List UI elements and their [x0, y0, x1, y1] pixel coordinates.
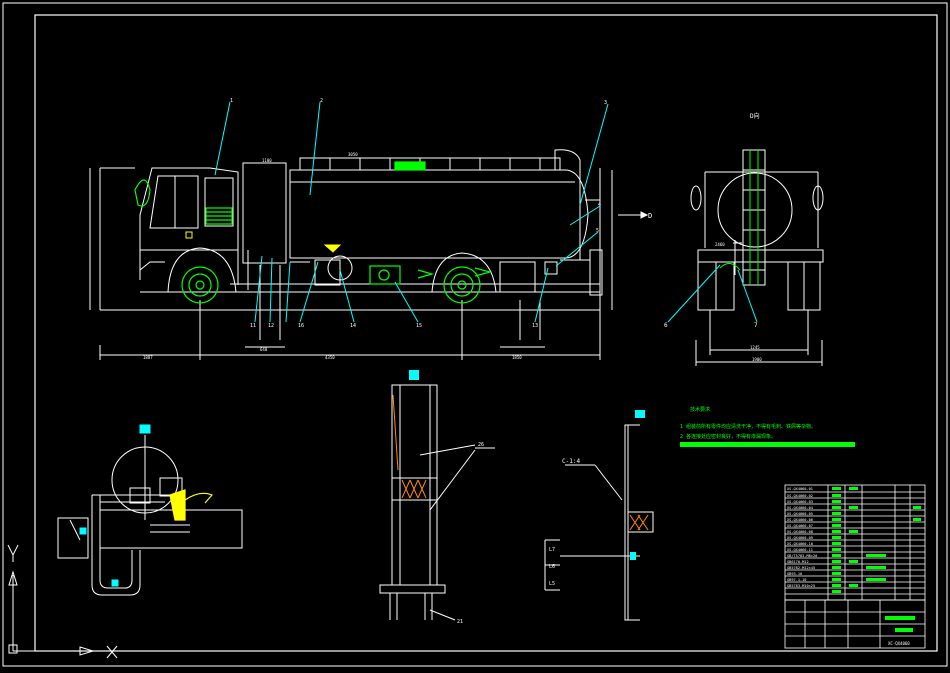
rear-view-green: [719, 150, 759, 285]
balloon-label: 4: [598, 202, 601, 208]
bom-code: XS-QX4060-07: [787, 524, 813, 528]
pipe-detail: [57, 435, 243, 596]
dim-label: 1100: [262, 158, 272, 163]
bom-code: XS-QX4060-01: [787, 487, 813, 491]
balloon-label: 21: [457, 619, 463, 625]
drawing-number: XC-QX4060: [888, 641, 910, 646]
dim-label: 1887: [143, 355, 153, 360]
bom-code: XS-QX4060-03: [787, 500, 813, 504]
dim-label: 4350: [325, 355, 335, 360]
truck-yellow-details: [185, 231, 342, 253]
balloon-label: 7: [754, 322, 758, 329]
dim-label: 3050: [348, 152, 358, 157]
balloon-label: 12: [268, 323, 274, 329]
bom-codes: XS-QX4060-01 XS-QX4060-02 XS-QX4060-03 X…: [787, 487, 817, 588]
ucs-icon: [7, 544, 118, 659]
dim-label: 1245: [750, 345, 760, 350]
post-section-cyan: [409, 370, 419, 380]
side-view-balloons: 1 2 3 4 5 11 12 16 14 15 13: [230, 98, 607, 329]
technical-notes: 技术要求 1 组装前所有零件均应清洗干净，不得有毛刺、铁屑等杂物。 2 各连接处…: [680, 406, 855, 447]
side-label: L7: [549, 547, 555, 553]
rear-view-text: D向 6 7 1245 1900 2460: [664, 112, 762, 362]
inner-frame: [34, 14, 938, 652]
bom-code: XS-QX4060-10: [787, 542, 813, 546]
bom-table: [784, 484, 926, 649]
bom-code: GB97.1-10: [787, 578, 806, 582]
balloon-label: 14: [350, 323, 356, 329]
bracket-section: [544, 424, 654, 621]
bracket-hatch: [629, 514, 649, 531]
balloon-label: 16: [298, 323, 304, 329]
balloon-label: 26: [478, 442, 484, 448]
post-section-hatch: [392, 394, 427, 499]
bom-code: GB5783-M10×25: [787, 584, 815, 588]
bom-code: GB6170-M12: [787, 560, 809, 564]
tank-end: [717, 172, 793, 248]
balloon-label: 6: [664, 322, 668, 329]
side-label: L5: [549, 581, 555, 587]
dim-label: 640: [260, 347, 268, 352]
rear-view-leaders: [667, 264, 758, 323]
title-block-text: XC-QX4060: [888, 641, 910, 646]
bracket-text: C-1:4 L7 L6 L5: [549, 458, 580, 587]
dim-label: 2460: [715, 242, 725, 247]
notes-title: 技术要求: [690, 406, 710, 413]
bom-code: XS-QX4060-09: [787, 536, 813, 540]
balloon-label: 11: [250, 323, 256, 329]
truck-rear-view: [690, 149, 824, 366]
post-section-text: 26 21: [457, 442, 484, 625]
bom-code: XS-QX4060-06: [787, 518, 813, 522]
balloon-label: 15: [416, 323, 422, 329]
pipe-detail-yellow: [169, 489, 214, 521]
section-note-label: C-1:4: [562, 458, 580, 465]
bom-code: GB/T5783-M8×20: [787, 554, 817, 558]
view-d-label: D向: [750, 112, 760, 120]
direction-arrow: D: [632, 211, 652, 220]
pipe-detail-cyan: [79, 424, 151, 587]
balloon-label: 13: [532, 323, 538, 329]
bom-code: GB5782-M12×45: [787, 566, 815, 570]
post-section: [379, 384, 495, 621]
bom-code: GB93-10: [787, 572, 802, 576]
side-view-text: 1887 4350 1850 640 3050 1100: [143, 152, 522, 360]
truck-green-details: [134, 161, 493, 304]
balloon-label: 2: [320, 98, 323, 104]
truck-side-view: [89, 149, 645, 360]
bom-green-cells: [832, 487, 921, 632]
note-line: 2 各连接处应密封良好，不得有渗漏现象。: [680, 433, 776, 440]
bom-code: XS-QX4060-02: [787, 494, 813, 498]
balloon-label: 3: [604, 100, 607, 106]
svg-text:D: D: [648, 212, 652, 220]
side-label: L6: [549, 564, 555, 570]
bom-code: XS-QX4060-08: [787, 530, 813, 534]
side-view-leaders: [214, 101, 609, 323]
rear-wheel: [443, 266, 481, 304]
bom-code: XS-QX4060-05: [787, 512, 813, 516]
bom-code: XS-QX4060-04: [787, 506, 813, 510]
dim-label: 1850: [512, 355, 522, 360]
bom-code: XS-QX4060-11: [787, 548, 813, 552]
bracket-cyan: [630, 410, 645, 560]
balloon-label: 5: [596, 228, 599, 234]
note-line: 1 组装前所有零件均应清洗干净，不得有毛刺、铁屑等杂物。: [680, 423, 816, 430]
balloon-label: 1: [230, 98, 233, 104]
front-wheel: [181, 266, 219, 304]
dim-label: 1900: [752, 357, 762, 362]
